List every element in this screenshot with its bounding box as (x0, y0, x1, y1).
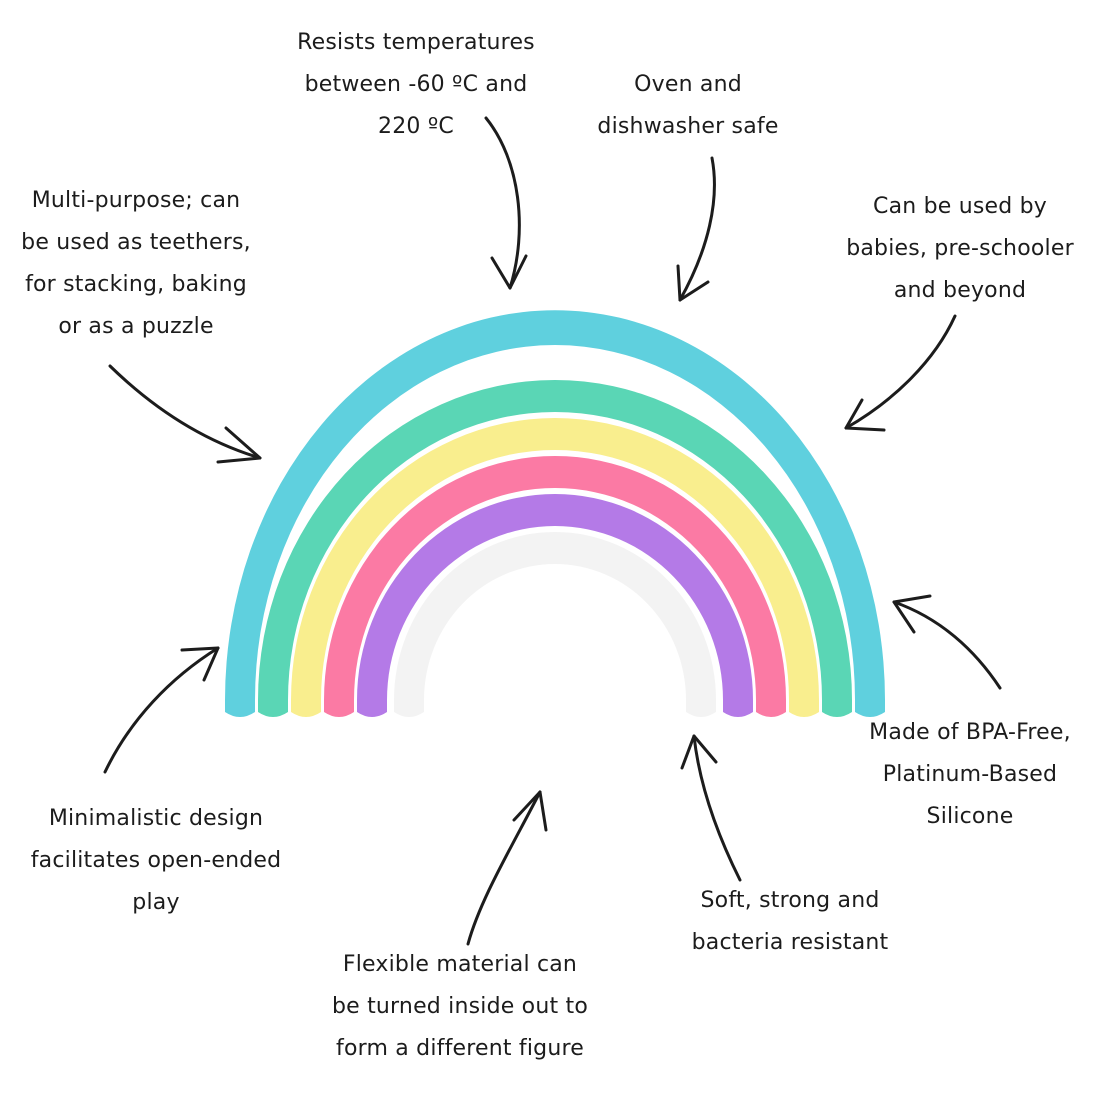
arrow-icon-bpa (892, 594, 1002, 690)
caption-bpa: Made of BPA-Free, Platinum-Based Silicon… (869, 720, 1071, 829)
caption-oven: Oven and dishwasher safe (597, 72, 779, 139)
caption-temperatures: Resists temperatures between -60 ºC and … (297, 30, 535, 139)
arrow-icon-oven (676, 156, 716, 302)
caption-multipurpose: Multi-purpose; can be used as teethers, … (21, 188, 251, 339)
arrow-icon-flexible (466, 790, 548, 946)
caption-soft: Soft, strong and bacteria resistant (691, 888, 889, 955)
arrow-icon-temperatures (484, 116, 528, 290)
rainbow-arc-yellow (291, 418, 819, 717)
rainbow-arc-pink (324, 456, 786, 717)
arrow-icon-multipurpose (108, 364, 262, 464)
rainbow-arc-purple (357, 494, 753, 717)
rainbow-arc-white (394, 532, 716, 717)
arrow-icon-minimalistic (103, 646, 220, 774)
arrow-icon-soft (680, 734, 742, 882)
arrow-icon-ages (844, 314, 957, 432)
caption-flexible: Flexible material can be turned inside o… (332, 952, 588, 1061)
caption-minimalistic: Minimalistic design facilitates open-end… (30, 806, 282, 915)
caption-ages: Can be used by babies, pre-schooler and … (846, 194, 1074, 303)
